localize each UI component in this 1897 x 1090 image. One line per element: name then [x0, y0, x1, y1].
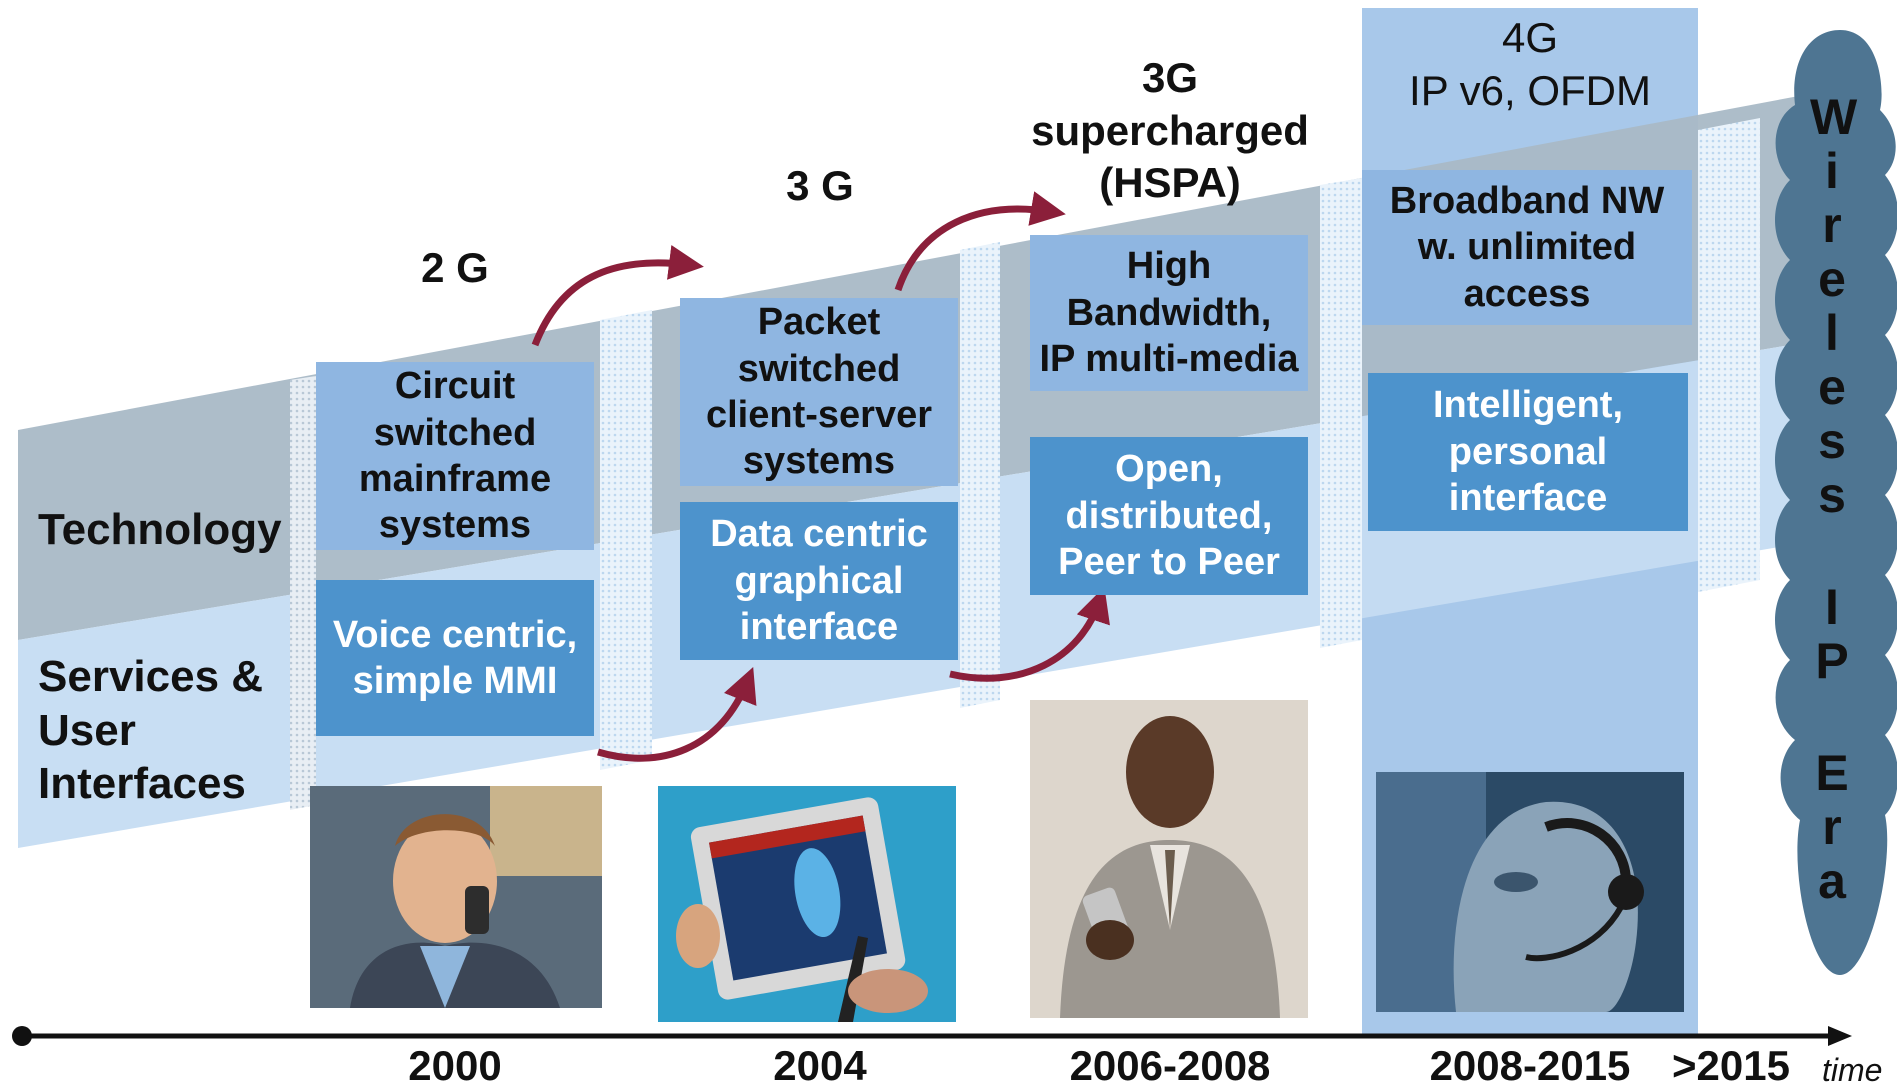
generation-3g-heading: 3 G: [786, 162, 854, 209]
era-letter: e: [1818, 251, 1846, 307]
tech-box-2g: Circuit switched mainframe systems: [316, 362, 594, 550]
service-box-2g: Voice centric, simple MMI: [316, 580, 594, 736]
service-box-4g: Intelligent, personal interface: [1368, 373, 1688, 531]
arrow-2g-3g-service: [597, 667, 757, 762]
man-pda-photo: [1030, 700, 1308, 1018]
era-letter: s: [1818, 413, 1846, 469]
service-box-3g: Data centric graphical interface: [680, 502, 958, 660]
era-letter: l: [1825, 305, 1839, 361]
year-label-2000: 2000: [408, 1042, 502, 1089]
era-letter: i: [1825, 143, 1839, 199]
era-letter: r: [1822, 197, 1842, 253]
tech-box-hspa: High Bandwidth, IP multi-media: [1030, 235, 1308, 391]
service-box-hspa: Open, distributed, Peer to Peer: [1030, 437, 1308, 595]
arrow-3g-hspa-service: [949, 586, 1110, 682]
generation-4g-heading: 4G IP v6, OFDM: [1409, 14, 1651, 114]
headset-face-photo: [1376, 772, 1684, 1012]
era-letter: P: [1815, 633, 1849, 689]
arrow-3g-hspa-tech: [894, 191, 1066, 292]
tech-box-4g: Broadband NW w. unlimited access: [1362, 170, 1692, 325]
services-row-label: Services & User Interfaces: [38, 652, 264, 809]
technology-row-label: Technology: [38, 505, 282, 554]
man-phone-photo: [310, 786, 602, 1008]
time-axis-label: time: [1822, 1052, 1883, 1088]
era-letter: E: [1815, 745, 1849, 801]
tech-box-3g: Packet switched client-server systems: [680, 298, 958, 486]
era-letter: r: [1822, 799, 1842, 855]
timeline-arrowhead: [1828, 1026, 1852, 1046]
generation-hspa-heading: 3G supercharged (HSPA): [1031, 54, 1309, 206]
timeline-start-dot: [12, 1026, 32, 1046]
era-letter: a: [1818, 853, 1846, 909]
era-letter: e: [1818, 359, 1846, 415]
year-label-2004: 2004: [773, 1042, 867, 1089]
arrow-2g-3g-tech: [531, 245, 704, 347]
generation-2g-heading: 2 G: [421, 244, 489, 291]
tablet-photo: [658, 786, 956, 1022]
era-cloud: [1775, 30, 1897, 975]
era-letter: W: [1810, 89, 1858, 145]
era-letter: I: [1825, 579, 1839, 635]
year-label-2006-2008: 2006-2008: [1069, 1042, 1271, 1089]
year-label-after-2015: >2015: [1672, 1042, 1790, 1089]
year-label-2008-2015: 2008-2015: [1429, 1042, 1631, 1089]
era-letter: s: [1818, 467, 1846, 523]
